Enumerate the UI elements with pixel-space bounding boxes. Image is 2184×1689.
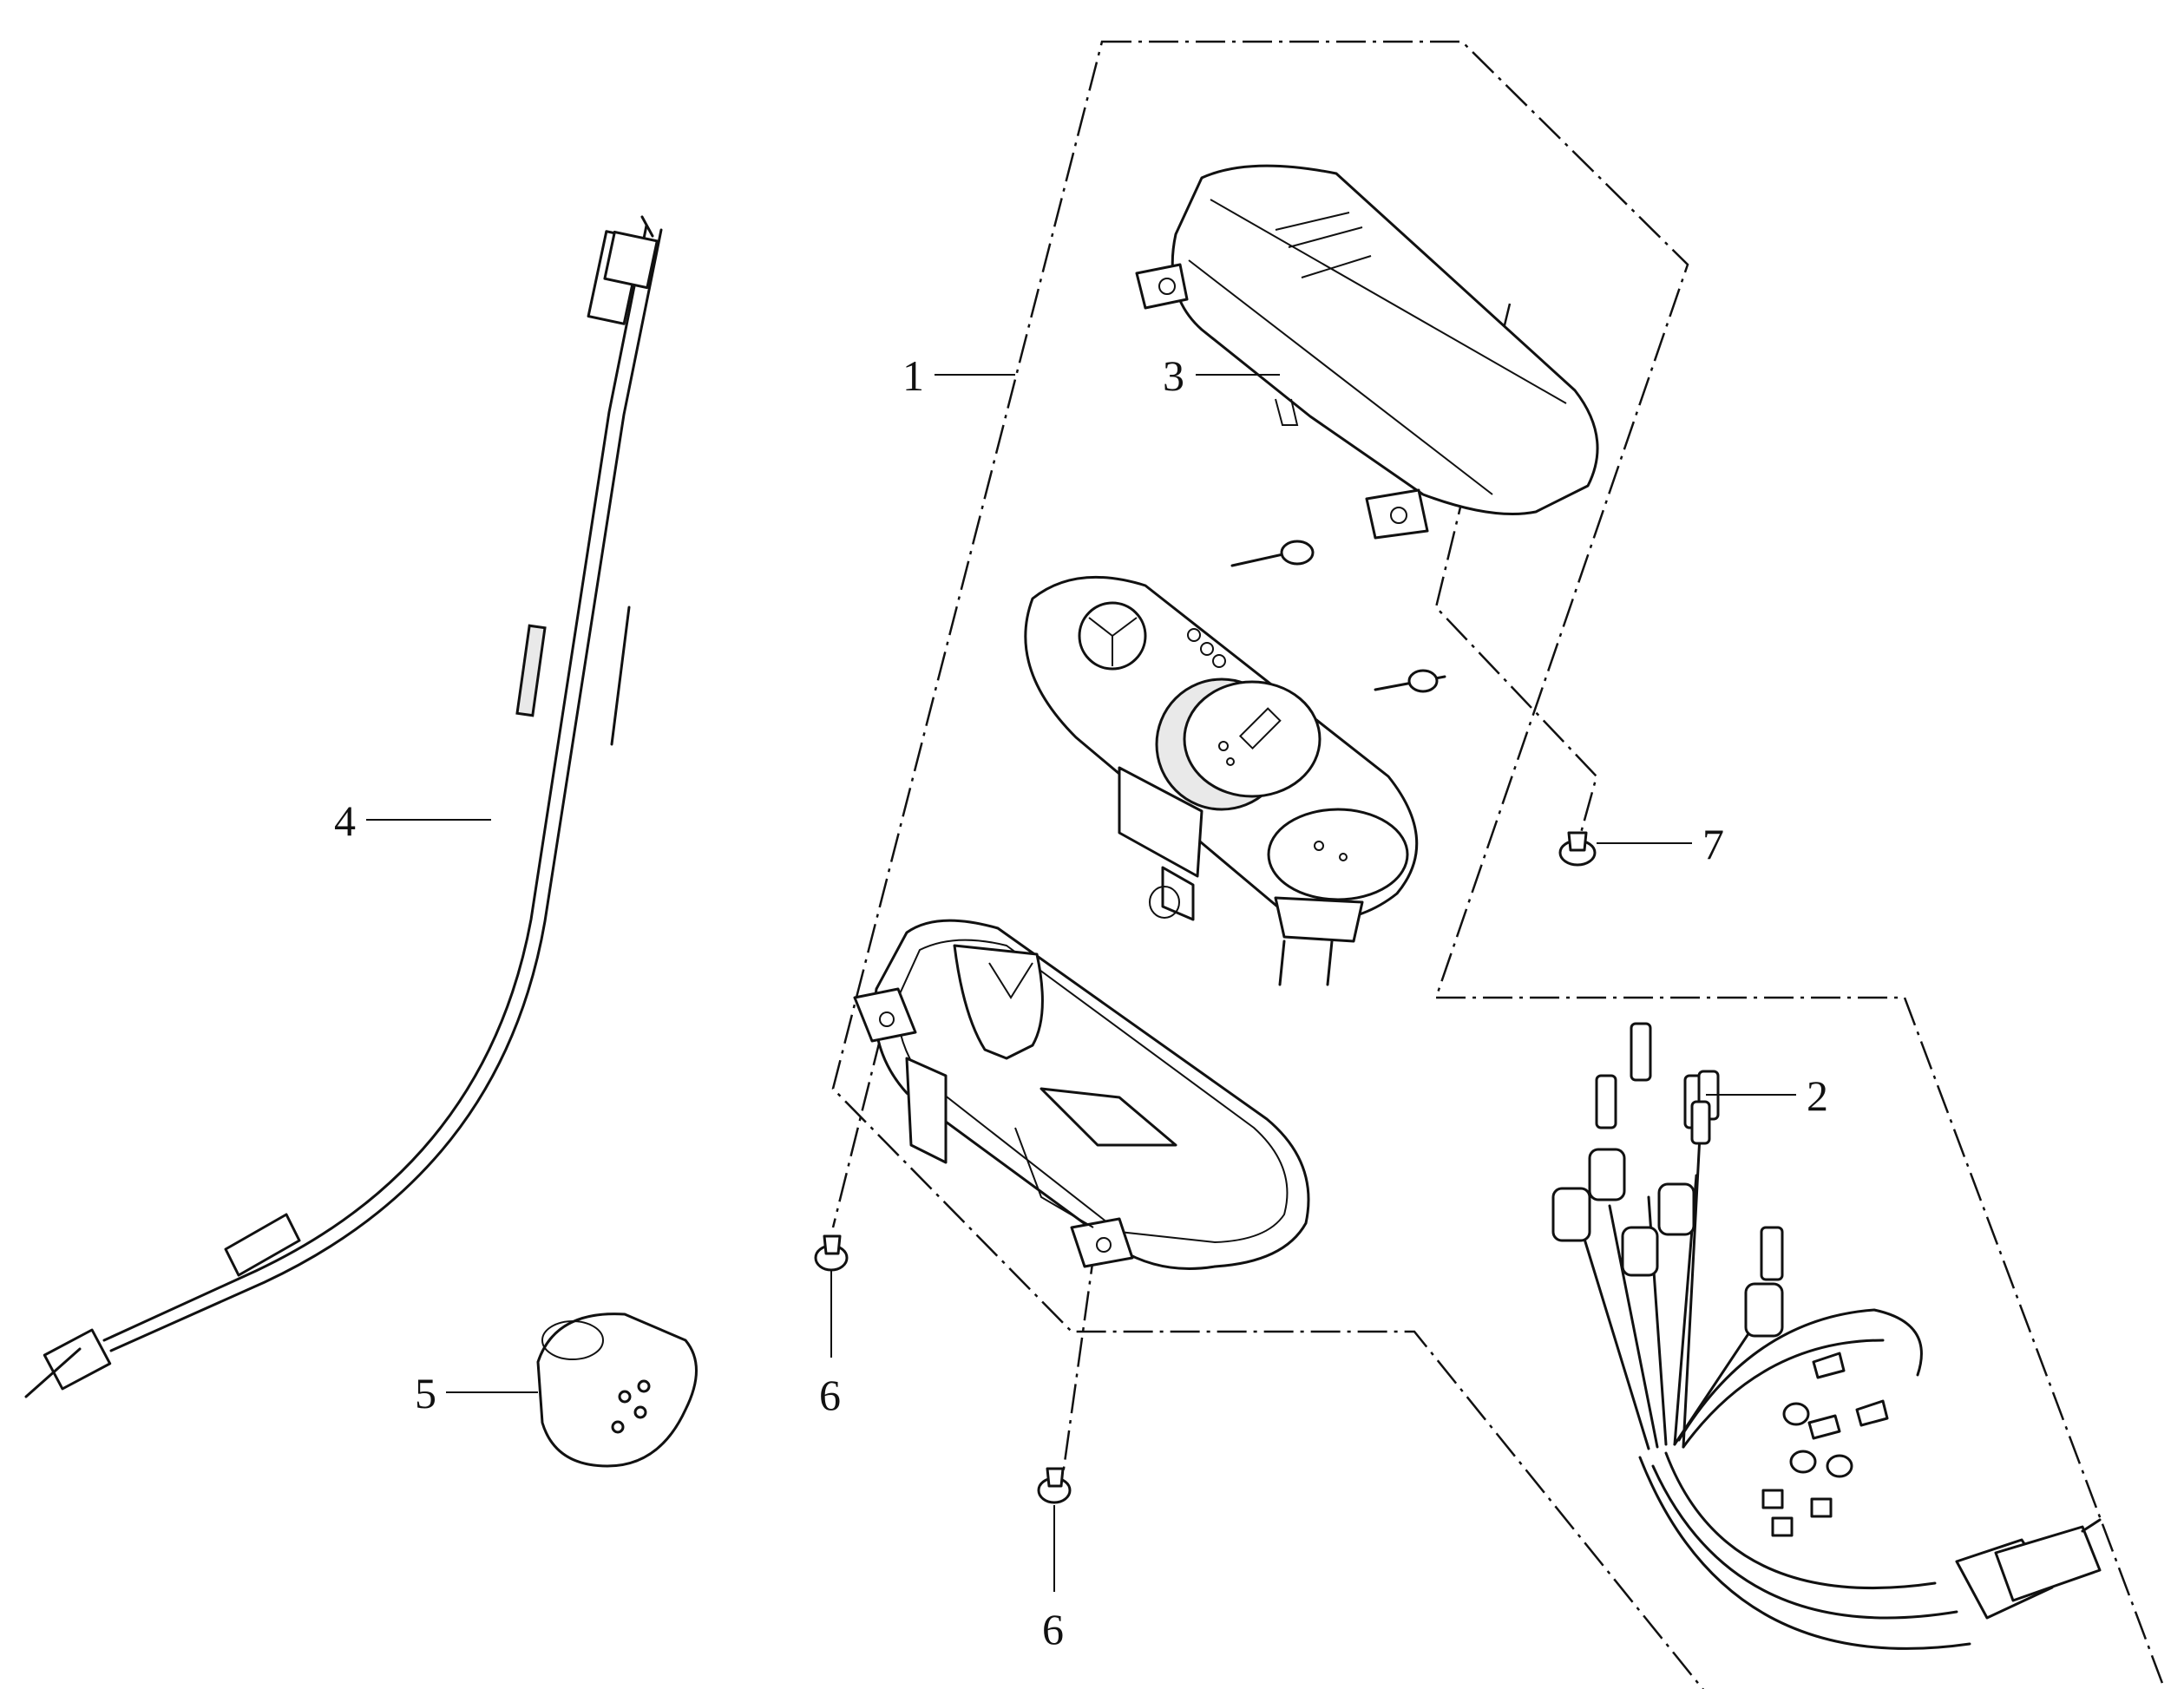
guide-line-6b	[1061, 1244, 1097, 1476]
callout-3: 3	[1163, 351, 1184, 400]
callout-7: 7	[1702, 820, 1724, 868]
gauge-panel	[1024, 575, 1419, 986]
callout-6b: 6	[1042, 1605, 1064, 1653]
guide-line-6a	[831, 1036, 882, 1228]
callout-4: 4	[334, 796, 356, 845]
callout-6a: 6	[819, 1371, 841, 1419]
callout-5: 5	[415, 1369, 436, 1417]
screw-upper	[814, 1234, 849, 1272]
assembly-boundary	[831, 40, 2166, 1689]
screw-lower	[1037, 1467, 1072, 1504]
bulb-socket	[1558, 831, 1597, 867]
connector-plug	[536, 1313, 698, 1468]
wiring-harness	[1551, 1022, 2102, 1650]
speedometer-cable	[24, 215, 663, 1398]
meter-case	[853, 919, 1310, 1270]
callout-2: 2	[1807, 1071, 1828, 1120]
callout-1: 1	[902, 351, 924, 400]
meter-needles	[1230, 540, 1446, 693]
meter-cover	[1135, 164, 1599, 540]
